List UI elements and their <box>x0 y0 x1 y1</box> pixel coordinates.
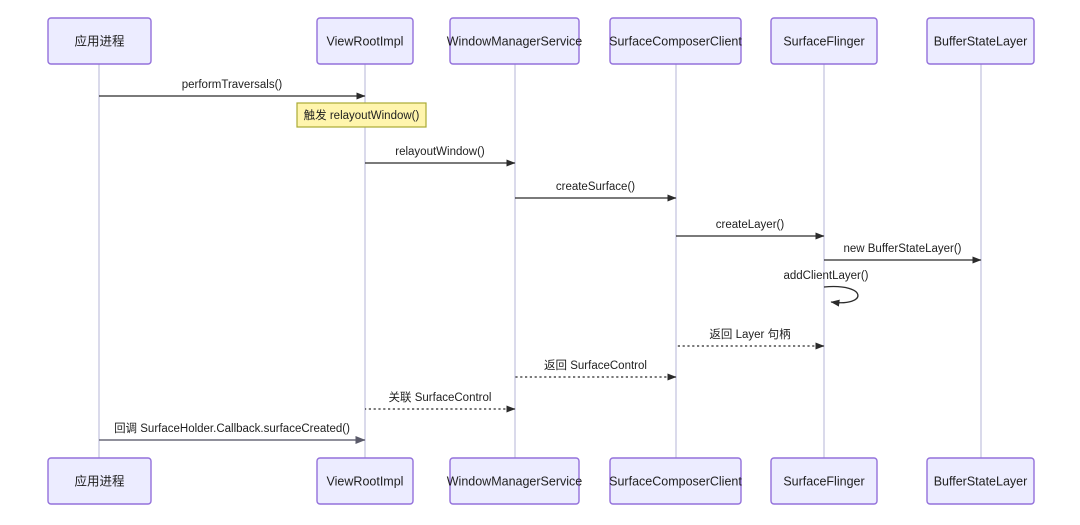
message-label-m9: 关联 SurfaceControl <box>389 390 492 404</box>
participant-scc-bottom[interactable]: SurfaceComposerClient <box>609 457 742 505</box>
participant-vri-bottom[interactable]: ViewRootImpl <box>316 457 414 505</box>
message-label-m8: 返回 SurfaceControl <box>544 359 647 372</box>
participant-sf-top[interactable]: SurfaceFlinger <box>770 17 878 65</box>
message-m3: createSurface() <box>515 181 677 202</box>
message-m1: performTraversals() <box>99 79 366 100</box>
participant-sf-bottom[interactable]: SurfaceFlinger <box>770 457 878 505</box>
participant-box-app[interactable] <box>47 17 152 65</box>
participant-bsl-top[interactable]: BufferStateLayer <box>926 17 1035 65</box>
participant-scc-top[interactable]: SurfaceComposerClient <box>609 17 742 65</box>
participant-label-bsl: BufferStateLayer <box>934 474 1028 488</box>
message-m6: addClientLayer() <box>783 270 869 307</box>
message-m7: 返回 Layer 句柄 <box>676 328 825 350</box>
message-label-m1: performTraversals() <box>182 79 283 91</box>
message-m5: new BufferStateLayer() <box>824 243 982 264</box>
message-label-m4: createLayer() <box>716 219 785 231</box>
messages-group: performTraversals() relayoutWindow() creat… <box>99 79 982 444</box>
participant-label-wms: WindowManagerService <box>447 34 583 48</box>
participant-label-vri: ViewRootImpl <box>327 34 404 48</box>
participant-wms-bottom[interactable]: WindowManagerService <box>447 457 583 505</box>
participant-box-sf[interactable] <box>770 457 878 505</box>
participant-box-scc[interactable] <box>609 17 742 65</box>
message-label-m10: 回调 SurfaceHolder.Callback.surfaceCreated… <box>114 422 350 435</box>
participant-box-vri[interactable] <box>316 17 414 65</box>
participant-box-app[interactable] <box>47 457 152 505</box>
participant-bsl-bottom[interactable]: BufferStateLayer <box>926 457 1035 505</box>
participant-label-scc: SurfaceComposerClient <box>609 34 742 48</box>
participant-label-bsl: BufferStateLayer <box>934 34 1028 48</box>
message-m4: createLayer() <box>676 219 825 240</box>
message-label-m6: addClientLayer() <box>783 270 868 282</box>
participant-label-sf: SurfaceFlinger <box>783 474 864 488</box>
participant-box-bsl[interactable] <box>926 17 1035 65</box>
participant-label-scc: SurfaceComposerClient <box>609 474 742 488</box>
note-n1: 触发 relayoutWindow() <box>296 102 427 128</box>
participant-label-wms: WindowManagerService <box>447 474 583 488</box>
message-label-m2: relayoutWindow() <box>395 146 485 158</box>
message-arrow-m6 <box>823 285 859 307</box>
participant-label-sf: SurfaceFlinger <box>783 34 864 48</box>
participant-box-wms[interactable] <box>449 457 580 505</box>
message-label-m5: new BufferStateLayer() <box>843 243 961 255</box>
participant-label-app: 应用进程 <box>74 473 125 488</box>
participant-box-vri[interactable] <box>316 457 414 505</box>
note-box-n1 <box>296 102 427 128</box>
participant-app-bottom[interactable]: 应用进程 <box>47 457 152 505</box>
message-label-m3: createSurface() <box>556 181 635 193</box>
message-m10: 回调 SurfaceHolder.Callback.surfaceCreated… <box>99 422 366 444</box>
participant-box-wms[interactable] <box>449 17 580 65</box>
message-m9: 关联 SurfaceControl <box>365 390 516 413</box>
participants-top-group: 应用进程 ViewRootImpl WindowManagerService Surf… <box>47 17 1035 65</box>
lifelines-group <box>98 64 982 458</box>
participant-box-scc[interactable] <box>609 457 742 505</box>
participant-vri-top[interactable]: ViewRootImpl <box>316 17 414 65</box>
participant-box-bsl[interactable] <box>926 457 1035 505</box>
participant-wms-top[interactable]: WindowManagerService <box>447 17 583 65</box>
participants-bottom-group: 应用进程 ViewRootImpl WindowManagerService Surf… <box>47 457 1035 505</box>
message-m2: relayoutWindow() <box>365 146 516 167</box>
participant-app-top[interactable]: 应用进程 <box>47 17 152 65</box>
participant-label-vri: ViewRootImpl <box>327 474 404 488</box>
message-label-m7: 返回 Layer 句柄 <box>709 328 790 341</box>
notes-group: 触发 relayoutWindow() <box>296 102 427 128</box>
message-m8: 返回 SurfaceControl <box>515 359 677 381</box>
note-label-n1: 触发 relayoutWindow() <box>304 108 420 122</box>
participant-box-sf[interactable] <box>770 17 878 65</box>
participant-label-app: 应用进程 <box>74 33 125 48</box>
